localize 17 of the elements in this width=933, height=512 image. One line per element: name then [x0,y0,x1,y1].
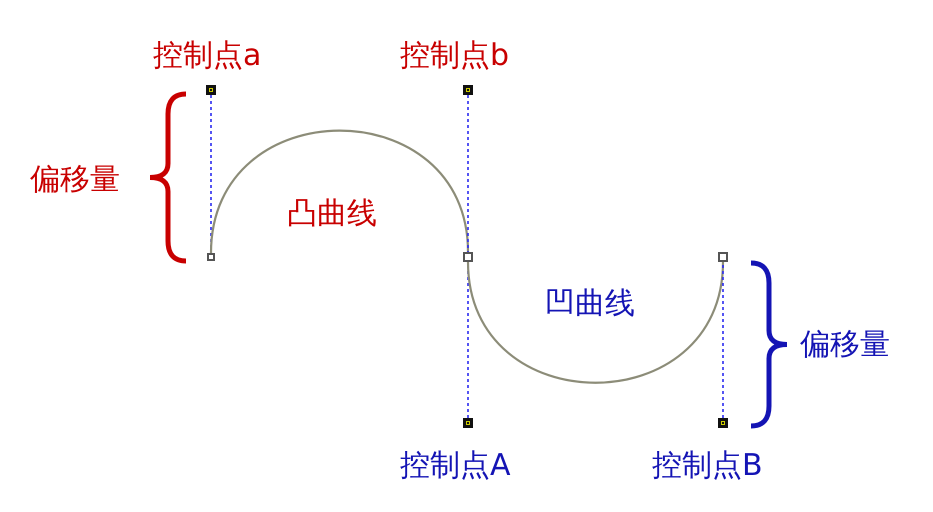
annotation-label: 偏移量 [30,162,120,198]
dashed-handle-line [467,95,469,252]
anchor-point [718,252,728,262]
bezier-curve [210,130,470,254]
point-caption: 控制点A [400,448,511,484]
control-point-handle [718,418,728,428]
anchor-point [463,252,473,262]
control-point-handle [463,85,473,95]
anchor-point [207,253,215,261]
point-caption: 控制点a [153,38,262,74]
annotation-label: 偏移量 [800,327,890,363]
point-caption: 控制点B [652,448,763,484]
point-caption: 控制点b [400,38,510,74]
dashed-handle-line [722,262,724,418]
control-point-handle [206,85,216,95]
bezier-curve [466,262,724,384]
control-point-handle [463,418,473,428]
